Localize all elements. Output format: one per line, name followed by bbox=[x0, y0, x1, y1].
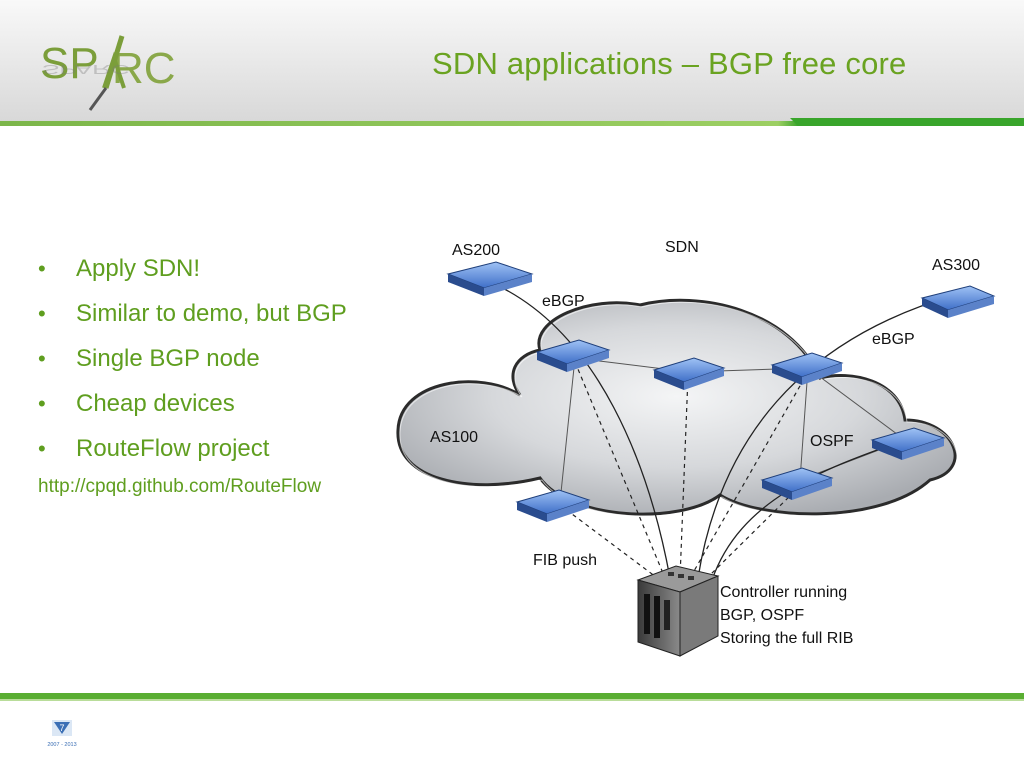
bullet-item: • Apply SDN! bbox=[38, 250, 347, 295]
svg-text:SP: SP bbox=[40, 39, 99, 88]
page-title: SDN applications – BGP free core bbox=[432, 46, 907, 81]
bullet-icon: • bbox=[38, 256, 46, 281]
fp7-logo-text: 2007 - 2013 bbox=[47, 742, 76, 748]
footer-divider bbox=[0, 693, 1024, 701]
switch-icon bbox=[446, 261, 534, 296]
switch-icon bbox=[760, 467, 834, 500]
switch-icon bbox=[535, 339, 611, 372]
label-as300: AS300 bbox=[932, 257, 980, 274]
bullet-text: Single BGP node bbox=[76, 345, 260, 372]
svg-text:SPARC: SPARC bbox=[42, 62, 130, 77]
bullet-icon: • bbox=[38, 346, 46, 371]
label-fib-push: FIB push bbox=[533, 552, 597, 569]
switch-icon bbox=[870, 427, 946, 460]
header-divider bbox=[0, 118, 1024, 126]
fp7-logo: 7 2007 - 2013 bbox=[47, 720, 77, 748]
switch-icon bbox=[920, 285, 996, 318]
label-controller-line3: Storing the full RIB bbox=[720, 630, 853, 647]
slide-header: SP RC SPARC SDN applications – BGP free … bbox=[0, 0, 1024, 122]
fib-push-links bbox=[559, 361, 809, 581]
bullet-item: • Single BGP node bbox=[38, 340, 347, 385]
server-icon bbox=[636, 565, 720, 657]
label-controller-line2: BGP, OSPF bbox=[720, 607, 804, 624]
svg-text:7: 7 bbox=[59, 723, 64, 733]
bullet-text: Apply SDN! bbox=[76, 255, 201, 282]
bullet-item: • Similar to demo, but BGP bbox=[38, 295, 347, 340]
label-as100: AS100 bbox=[430, 429, 478, 446]
label-as200: AS200 bbox=[452, 242, 500, 259]
bullet-list: • Apply SDN! • Similar to demo, but BGP • S… bbox=[38, 250, 347, 475]
label-controller-line1: Controller running bbox=[720, 584, 847, 601]
switch-icon bbox=[652, 357, 726, 390]
bullet-item: • RouteFlow project bbox=[38, 430, 347, 475]
bullet-text: Cheap devices bbox=[76, 390, 235, 417]
label-ospf: OSPF bbox=[810, 433, 854, 450]
network-diagram: AS200 SDN AS300 eBGP eBGP AS100 OSPF FIB… bbox=[396, 239, 996, 657]
routeflow-link[interactable]: http://cpqd.github.com/RouteFlow bbox=[38, 476, 322, 497]
bullet-item: • Cheap devices bbox=[38, 385, 347, 430]
bullet-text: Similar to demo, but BGP bbox=[76, 300, 347, 327]
label-sdn: SDN bbox=[665, 239, 699, 256]
bullet-icon: • bbox=[38, 436, 46, 461]
switch-icon bbox=[770, 352, 844, 385]
bullet-icon: • bbox=[38, 301, 46, 326]
switch-icon bbox=[515, 489, 591, 522]
sparc-logo: SP RC SPARC bbox=[40, 35, 176, 111]
label-ebgp-left: eBGP bbox=[542, 293, 585, 310]
label-ebgp-right: eBGP bbox=[872, 331, 915, 348]
bullet-text: RouteFlow project bbox=[76, 435, 270, 462]
bullet-icon: • bbox=[38, 391, 46, 416]
